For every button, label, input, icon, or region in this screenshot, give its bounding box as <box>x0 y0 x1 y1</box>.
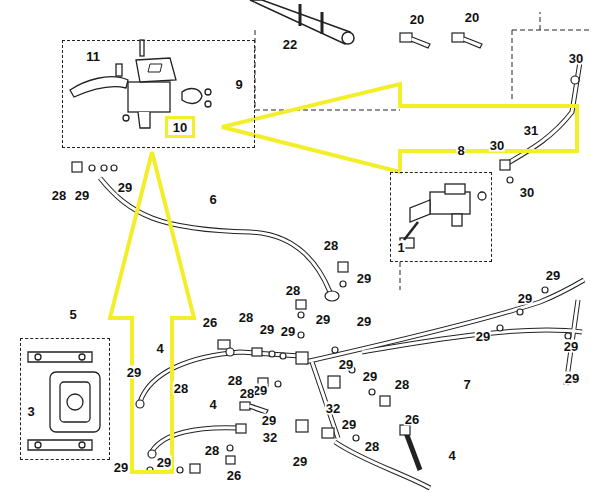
callout-number: 20 <box>409 13 425 26</box>
callout-number: 29 <box>117 181 133 194</box>
callout-number: 20 <box>464 11 480 24</box>
callout-number: 10 <box>172 121 188 134</box>
callout-number: 4 <box>447 449 456 462</box>
callout-number: 28 <box>364 440 380 453</box>
callout-number: 29 <box>261 414 277 427</box>
callout-number: 30 <box>519 186 535 199</box>
callout-number: 29 <box>356 272 372 285</box>
callout-number: 6 <box>208 193 217 206</box>
callout-number: 29 <box>292 455 308 468</box>
callout-number: 29 <box>113 461 129 474</box>
callout-number: 1 <box>396 241 405 254</box>
callout-number: 4 <box>155 342 164 355</box>
callout-number: 5 <box>68 308 77 321</box>
callout-number: 29 <box>126 366 142 379</box>
assembly-group-box: 81 <box>390 172 492 262</box>
callout-number: 29 <box>156 456 172 469</box>
callout-number: 26 <box>404 413 420 426</box>
callout-number: 28 <box>238 311 254 324</box>
callout-number: 29 <box>563 340 579 353</box>
callout-number: 22 <box>282 38 298 51</box>
callout-number: 29 <box>338 358 354 371</box>
callout-number: 29 <box>341 418 357 431</box>
callout-number: 31 <box>523 124 539 137</box>
callout-number: 32 <box>325 402 341 415</box>
callout-number: 30 <box>489 139 505 152</box>
callout-number: 29 <box>280 325 296 338</box>
callout-number: 30 <box>568 52 584 65</box>
callout-number: 29 <box>564 372 580 385</box>
callout-number: 8 <box>456 144 465 157</box>
assembly-group-box: 53 <box>20 338 110 460</box>
callout-number: 29 <box>74 189 90 202</box>
callout-number: 29 <box>362 370 378 383</box>
callout-number: 28 <box>323 239 339 252</box>
callout-number: 28 <box>204 444 220 457</box>
callout-number: 29 <box>259 323 275 336</box>
callout-number: 28 <box>394 378 410 391</box>
callout-number: 3 <box>26 405 35 418</box>
callout-number: 26 <box>226 469 242 482</box>
callout-number: 29 <box>356 315 372 328</box>
callout-number: 28 <box>239 387 255 400</box>
callout-number: 7 <box>462 378 471 391</box>
callout-number: 29 <box>315 313 331 326</box>
callout-number: 11 <box>85 50 101 63</box>
callout-number: 26 <box>202 316 218 329</box>
callout-number: 28 <box>51 189 67 202</box>
assembly-group-box: 11 9 10 <box>62 40 255 148</box>
callout-number: 28 <box>285 284 301 297</box>
callout-number: 9 <box>234 78 243 91</box>
callout-number: 29 <box>545 269 561 282</box>
callout-number: 32 <box>262 431 278 444</box>
callout-number: 28 <box>173 382 189 395</box>
callout-number: 28 <box>227 374 243 387</box>
callout-number: 29 <box>475 330 491 343</box>
callout-number: 4 <box>208 398 217 411</box>
callout-number: 29 <box>517 292 533 305</box>
highlight-box: 10 <box>165 116 195 138</box>
